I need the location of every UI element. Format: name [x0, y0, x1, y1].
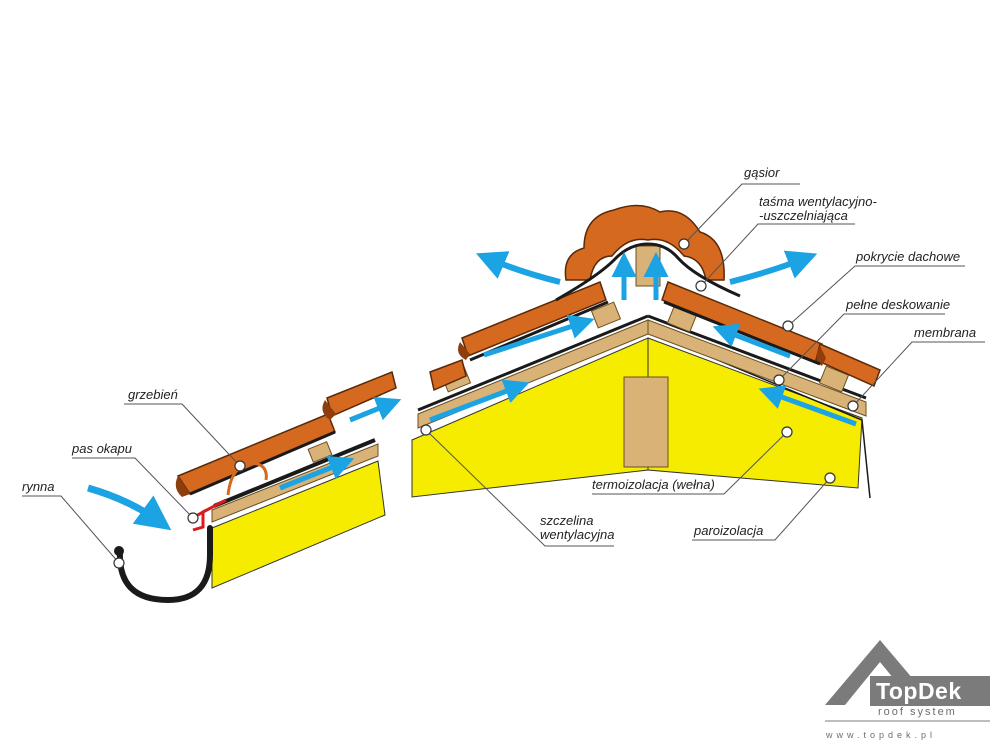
ridge: [475, 204, 818, 302]
label-tasma-line2: -uszczelniająca: [759, 208, 848, 223]
rafter: [623, 376, 669, 468]
label-pokrycie: pokrycie dachowe: [856, 249, 961, 264]
logo-brand: TopDek: [876, 678, 962, 704]
logo-tagline: roof system: [878, 706, 957, 718]
drip-edge: [192, 509, 205, 532]
eave-membrane: [213, 438, 376, 508]
label-pas-okapu: pas okapu: [72, 441, 132, 456]
label-tasma-line1: taśma wentylacyjno-: [759, 194, 877, 209]
label-paroizolacja: paroizolacja: [694, 523, 764, 538]
logo-url: www.topdek.pl: [826, 730, 937, 740]
label-deskowanie: pełne deskowanie: [846, 297, 951, 312]
right-section: [623, 281, 881, 499]
middle-insulation: [411, 337, 649, 498]
leader-dots: [113, 238, 859, 569]
label-rynna: rynna: [22, 479, 55, 494]
eave-batten: [307, 441, 333, 463]
label-membrana: membrana: [914, 325, 977, 340]
eave-section: [87, 370, 402, 604]
ridge-tape: [555, 242, 741, 302]
topdek-logo: [825, 640, 990, 722]
gutter: [116, 525, 213, 604]
label-grzebien: grzebień: [128, 387, 178, 402]
ridge-tile: [564, 204, 725, 281]
comb-grzebien: [226, 462, 268, 496]
logo-box: [870, 676, 990, 706]
intake-arrow: [87, 484, 172, 531]
right-boarding: [647, 319, 867, 417]
label-szczelina-line2: wentylacyjna: [540, 527, 615, 542]
label-termoizolacja: termoizolacja (wełna): [592, 477, 715, 492]
label-szczelina-line1: szczelina: [540, 513, 594, 528]
leader-lines: [22, 183, 985, 564]
label-gasior: gąsior: [744, 165, 780, 180]
middle-section: [411, 281, 649, 498]
